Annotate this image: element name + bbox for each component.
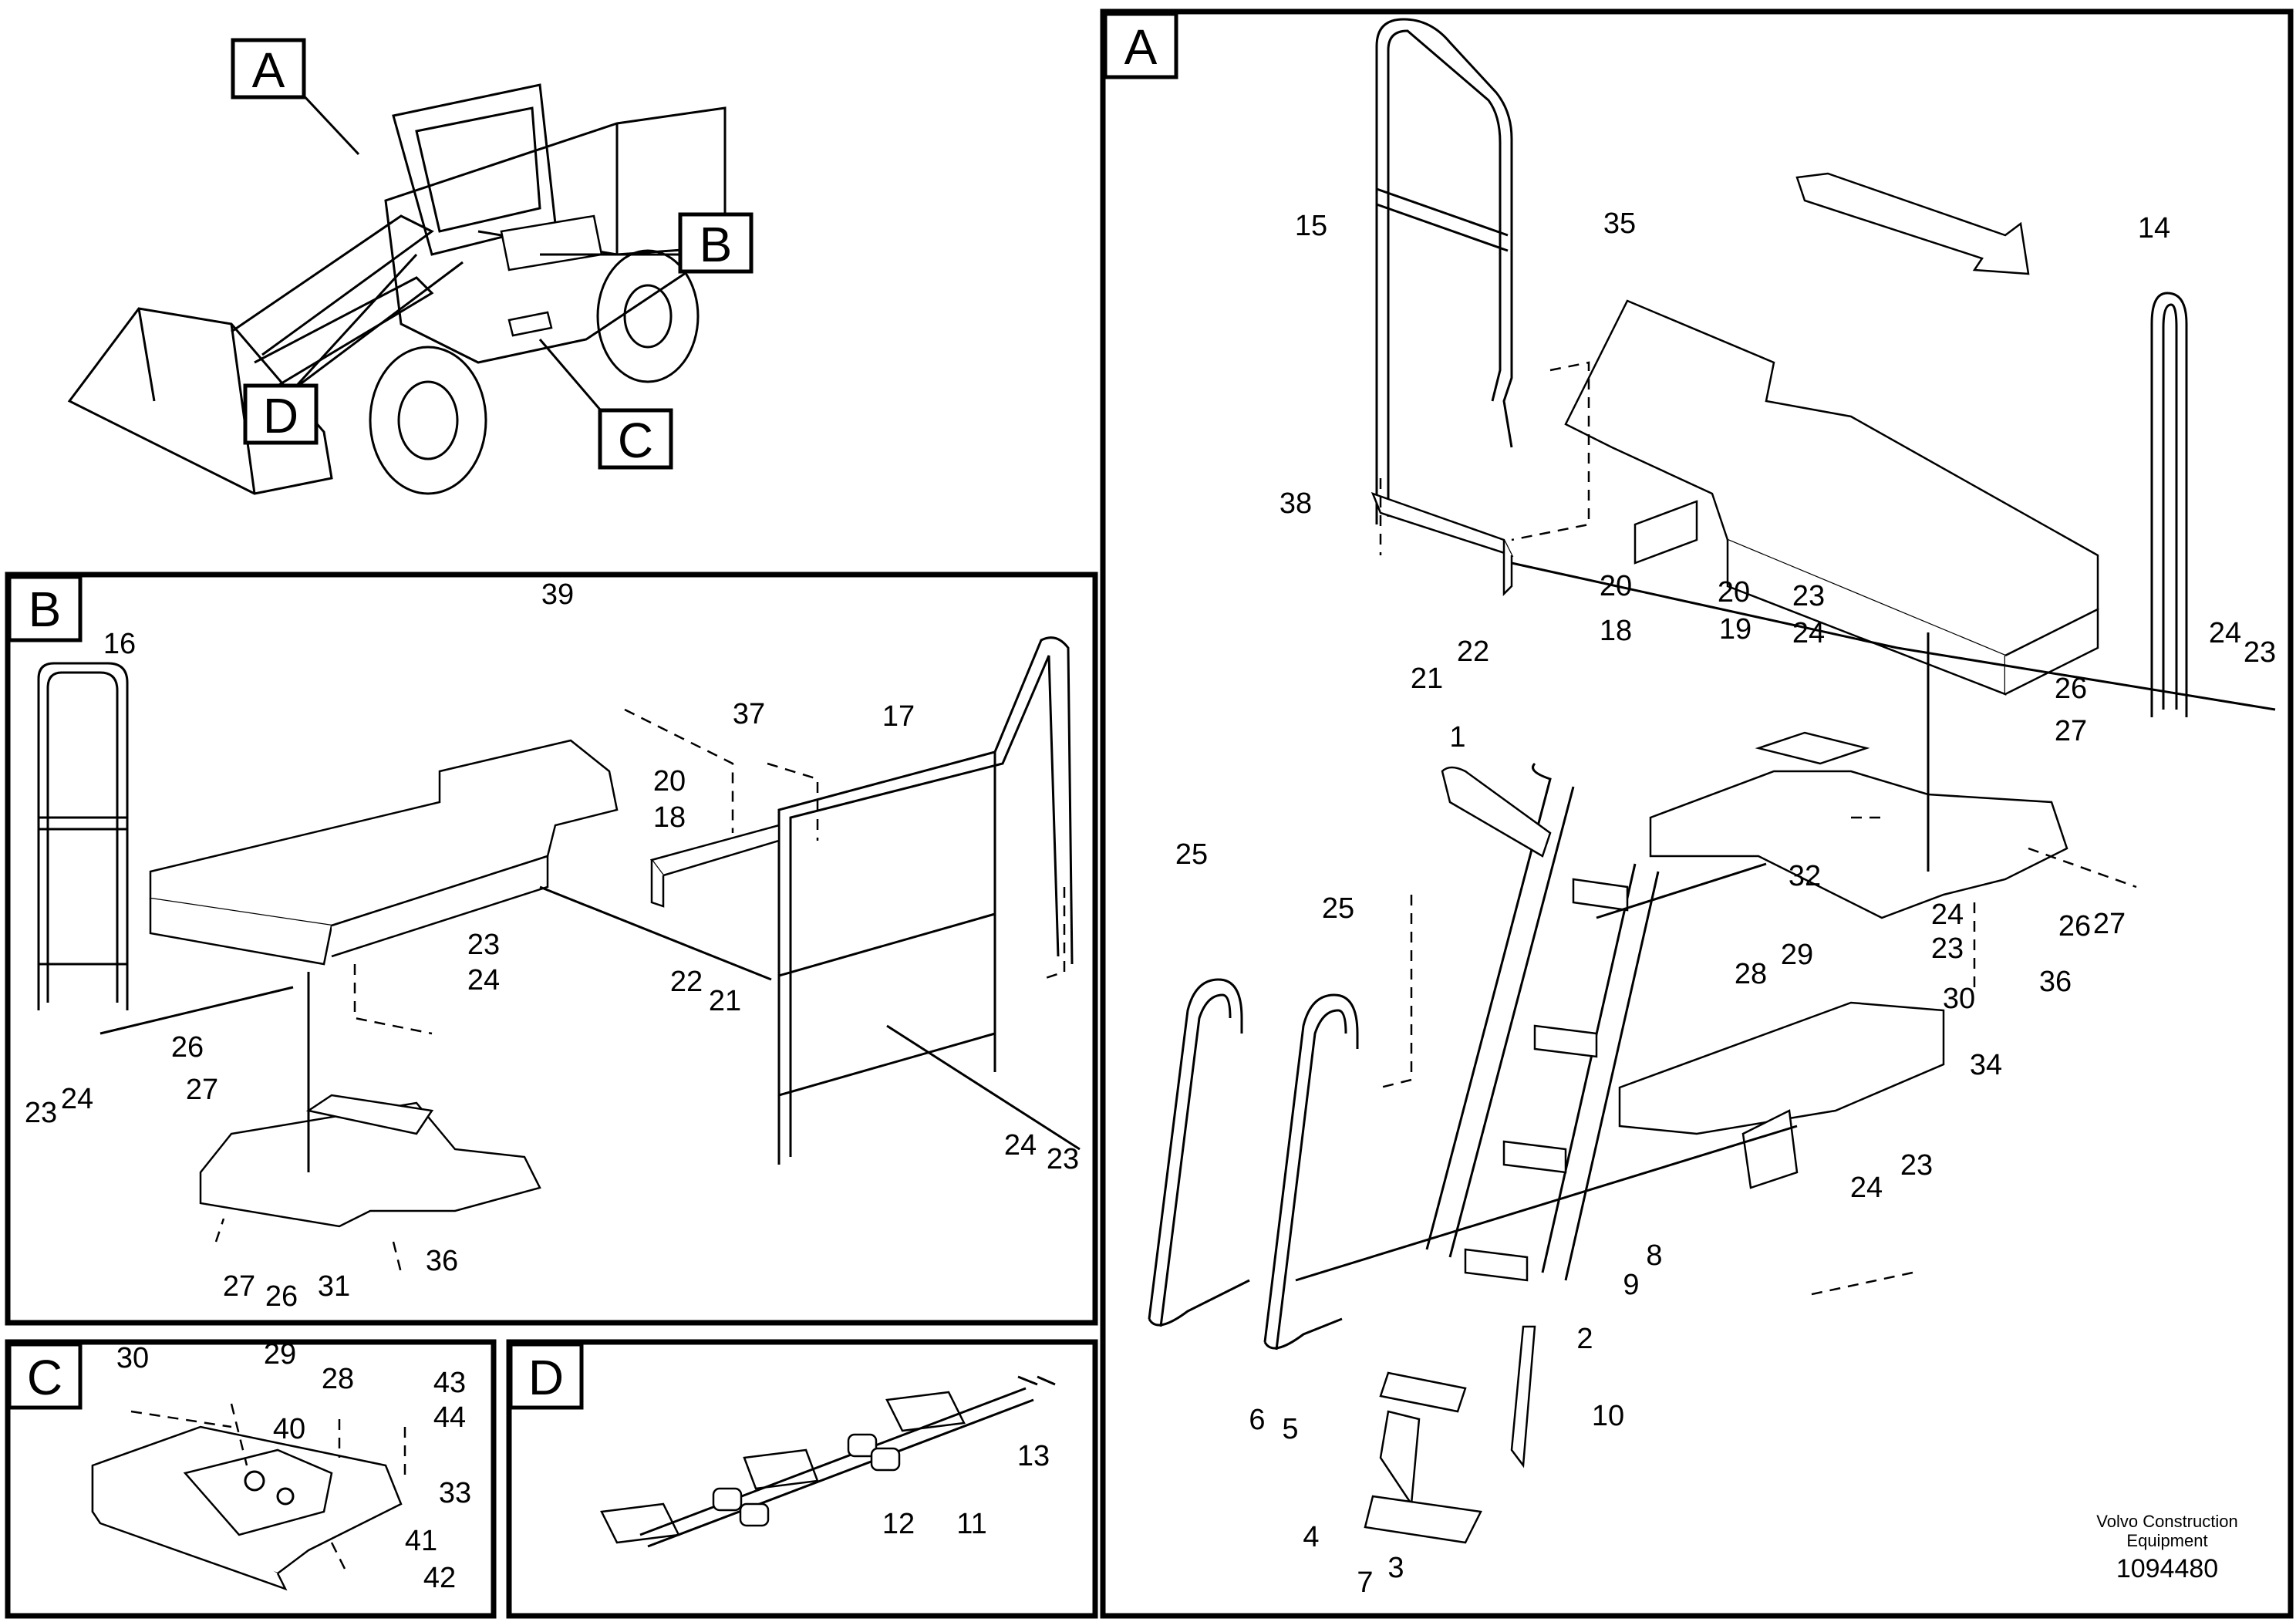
- overview-label-d: D: [263, 388, 298, 443]
- callout-number: 24: [1850, 1172, 1883, 1204]
- callout-number: 23: [25, 1097, 57, 1129]
- callout-number: 9: [1623, 1269, 1639, 1301]
- callout-number: 22: [1457, 636, 1489, 668]
- callout-number: 20: [653, 765, 686, 798]
- callout-number: 23: [1047, 1143, 1079, 1175]
- callout-number: 33: [439, 1477, 471, 1509]
- callout-number: 1: [1449, 721, 1465, 754]
- callout-number: 24: [1931, 899, 1964, 931]
- callout-number: 23: [1792, 580, 1825, 612]
- view-a-label: A: [1124, 19, 1158, 75]
- title-block: Volvo Construction Equipment 1094480: [2096, 1512, 2237, 1583]
- view-d-label: D: [528, 1350, 564, 1405]
- callout-number: 14: [2138, 212, 2170, 244]
- callout-number: 29: [1781, 939, 1813, 971]
- callout-number: 23: [1900, 1149, 1933, 1182]
- overview-label-box-d: [243, 383, 319, 445]
- callout-number: 23: [1931, 932, 1964, 965]
- callout-number: 16: [103, 628, 136, 660]
- callout-number: 36: [426, 1245, 458, 1277]
- callout-number: 26: [171, 1031, 204, 1064]
- view-b-panel: B: [5, 572, 1098, 1326]
- callout-number: 34: [1970, 1049, 2002, 1081]
- callout-number: 15: [1295, 210, 1327, 242]
- callout-number: 38: [1279, 487, 1312, 520]
- view-d-panel: D: [506, 1339, 1098, 1619]
- callout-number: 42: [423, 1562, 456, 1594]
- callout-number: 24: [1792, 617, 1825, 649]
- direction-arrow: [1795, 172, 2030, 275]
- callout-number: 30: [1943, 983, 1975, 1015]
- overview-label-box-c: [598, 408, 673, 470]
- callout-number: 19: [1719, 613, 1752, 646]
- callout-number: 17: [882, 700, 915, 733]
- view-a-panel: A: [1100, 8, 2294, 1619]
- callout-number: 20: [1600, 570, 1632, 602]
- drawing-number: 1094480: [2116, 1554, 2218, 1583]
- callout-number: 20: [1718, 576, 1750, 609]
- callout-number: 41: [405, 1525, 437, 1557]
- wheel-loader-overview-sketch: A B C D: [67, 38, 754, 495]
- callout-number: 35: [1603, 207, 1636, 240]
- view-b-label: B: [29, 582, 62, 637]
- callout-number: 26: [2055, 673, 2087, 705]
- overview-label-box-b: [678, 212, 754, 274]
- company-name-line2: Equipment: [2126, 1531, 2207, 1550]
- callout-number: 26: [265, 1280, 298, 1313]
- callout-number: 32: [1789, 860, 1821, 892]
- callout-number: 43: [433, 1367, 466, 1399]
- callout-number: 12: [882, 1508, 915, 1540]
- callout-number: 13: [1017, 1440, 1050, 1472]
- callout-number: 11: [956, 1508, 986, 1540]
- callout-number: 24: [467, 964, 500, 996]
- callout-number: 6: [1249, 1404, 1265, 1436]
- callout-number: 21: [1411, 663, 1443, 695]
- callout-number: 40: [273, 1413, 305, 1445]
- callout-number: 29: [264, 1338, 296, 1371]
- callout-number: 18: [653, 801, 686, 834]
- callout-number: 27: [2055, 715, 2087, 747]
- callout-number: 18: [1600, 615, 1632, 647]
- callout-number: 23: [2244, 636, 2276, 669]
- callout-number: 25: [1175, 838, 1208, 871]
- callout-number: 21: [709, 985, 741, 1017]
- callout-number: 24: [1004, 1129, 1037, 1162]
- overview-label-box-a: [231, 38, 306, 99]
- view-c-label: C: [27, 1350, 62, 1405]
- callout-number: 25: [1322, 892, 1354, 925]
- callout-number: 10: [1592, 1400, 1624, 1432]
- overview-label-b: B: [700, 217, 733, 272]
- callout-number: 24: [2209, 617, 2241, 649]
- callout-number: 23: [467, 929, 500, 961]
- callout-number: 26: [2058, 910, 2091, 943]
- callout-number: 44: [433, 1401, 466, 1434]
- callout-number: 39: [541, 578, 574, 611]
- callout-number: 24: [61, 1083, 93, 1115]
- callout-number: 30: [116, 1342, 149, 1374]
- callout-number: 8: [1646, 1239, 1662, 1272]
- overview-label-a: A: [252, 42, 285, 98]
- callout-number: 27: [186, 1074, 218, 1106]
- company-name-line1: Volvo Construction: [2096, 1512, 2237, 1531]
- callout-number: 28: [322, 1363, 354, 1395]
- view-c-panel: C: [5, 1339, 497, 1619]
- callout-number: 27: [223, 1270, 255, 1303]
- callout-number: 2: [1576, 1323, 1593, 1355]
- callout-number: 27: [2093, 908, 2126, 940]
- callout-number: 31: [318, 1270, 350, 1303]
- overview-label-c: C: [618, 413, 653, 468]
- callout-number: 22: [670, 966, 703, 998]
- callout-number: 3: [1387, 1552, 1404, 1584]
- callout-number: 5: [1282, 1413, 1298, 1445]
- callout-number: 4: [1303, 1521, 1319, 1553]
- callout-number: 28: [1735, 958, 1767, 990]
- callout-number: 37: [733, 698, 765, 730]
- callout-number: 36: [2039, 966, 2072, 998]
- callout-number: 7: [1357, 1566, 1373, 1599]
